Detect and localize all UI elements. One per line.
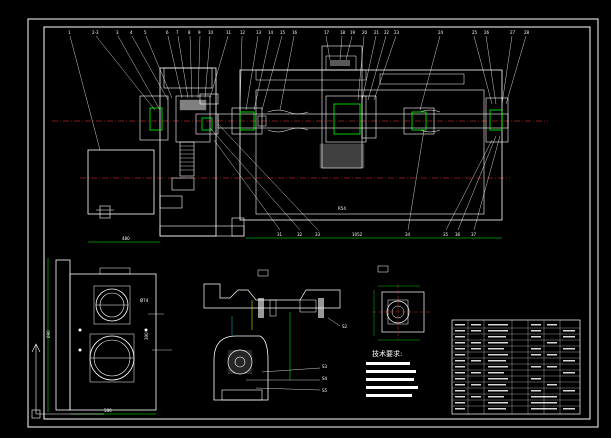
svg-text:22: 22 <box>384 30 390 35</box>
dim-side-width: 580 <box>104 408 112 413</box>
right-detail-view <box>372 284 430 341</box>
svg-text:26: 26 <box>484 30 490 35</box>
detail-callout-s3: S3 <box>322 364 328 369</box>
tech-requirements-title: 技术要求: <box>372 349 402 358</box>
svg-text:5: 5 <box>144 30 147 35</box>
title-block <box>451 319 581 415</box>
ucs-axis-icon <box>31 343 104 419</box>
machine-bed <box>239 69 503 221</box>
dim-overall-length: 1052 <box>352 232 363 237</box>
detail-callout-s5: S5 <box>322 388 328 393</box>
svg-text:10: 10 <box>208 30 214 35</box>
svg-text:9: 9 <box>198 30 201 35</box>
svg-text:12: 12 <box>240 30 246 35</box>
outer-border <box>27 18 599 428</box>
svg-text:37: 37 <box>471 232 477 237</box>
gearbox-housing <box>159 67 217 237</box>
svg-text:19: 19 <box>350 30 356 35</box>
top-callout-numbers: 1 2-3 3 4 5 6 7 8 9 10 11 12 13 14 15 16… <box>68 30 530 35</box>
detail-callout-s2: S2 <box>342 324 348 329</box>
bottom-callout-numbers: 31 32 33 34 35 36 37 <box>277 232 477 237</box>
svg-text:14: 14 <box>268 30 274 35</box>
svg-text:18: 18 <box>340 30 346 35</box>
svg-text:36: 36 <box>455 232 461 237</box>
left-side-view: 690 580 Ø74 390 <box>46 258 172 415</box>
inner-border <box>43 26 591 420</box>
svg-text:25: 25 <box>472 30 478 35</box>
top-callouts <box>69 35 527 151</box>
svg-text:31: 31 <box>277 232 283 237</box>
dim-left-block: 480 <box>122 236 130 241</box>
svg-text:24: 24 <box>438 30 444 35</box>
svg-text:23: 23 <box>394 30 400 35</box>
dim-side-mid: 390 <box>144 332 149 340</box>
svg-text:8: 8 <box>188 30 191 35</box>
middle-detail-view: S2 S3 S4 S5 <box>203 283 348 401</box>
motor-block <box>87 149 155 215</box>
svg-text:28: 28 <box>524 30 530 35</box>
svg-text:33: 33 <box>315 232 321 237</box>
svg-text:15: 15 <box>280 30 286 35</box>
svg-text:34: 34 <box>405 232 411 237</box>
svg-text:16: 16 <box>292 30 298 35</box>
detail-callout-s4: S4 <box>322 376 328 381</box>
svg-text:1: 1 <box>68 30 71 35</box>
section-label-box-front <box>257 269 269 277</box>
svg-text:6: 6 <box>166 30 169 35</box>
section-label-box-right <box>377 265 389 273</box>
svg-text:35: 35 <box>443 232 449 237</box>
svg-text:21: 21 <box>374 30 380 35</box>
dim-side-bore: Ø74 <box>140 298 149 303</box>
svg-text:4: 4 <box>130 30 133 35</box>
svg-text:17: 17 <box>324 30 330 35</box>
technical-requirements: 技术要求: <box>366 349 418 397</box>
svg-text:2-3: 2-3 <box>92 30 99 35</box>
svg-text:32: 32 <box>297 232 303 237</box>
svg-text:13: 13 <box>256 30 262 35</box>
svg-text:11: 11 <box>226 30 232 35</box>
svg-text:3: 3 <box>116 30 119 35</box>
bottom-callouts <box>209 123 501 231</box>
dim-side-height: 690 <box>46 330 51 338</box>
svg-text:27: 27 <box>510 30 516 35</box>
dim-guide-block: R54 <box>338 206 346 211</box>
top-assembly-view: 480 1052 R54 <box>52 45 548 243</box>
svg-text:20: 20 <box>362 30 368 35</box>
svg-text:7: 7 <box>176 30 179 35</box>
